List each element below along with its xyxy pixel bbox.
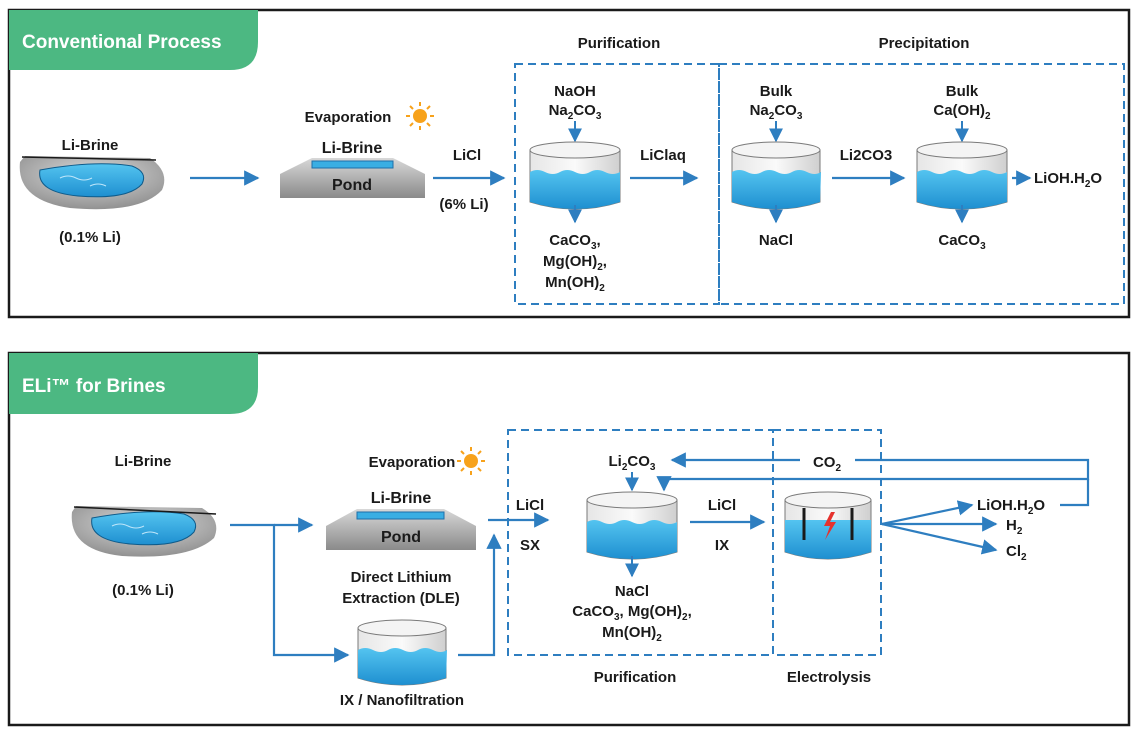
conv-purif-out-3: Mn(OH)2 — [545, 274, 605, 294]
conv-pond-label: Pond — [332, 177, 372, 194]
eli-ix-nanofiltration-tank-icon — [357, 619, 447, 686]
conv-source-conc: (0.1% Li) — [59, 229, 121, 246]
conv-precipitation-box — [718, 63, 1125, 305]
conv-precip1-input-1: Bulk — [760, 83, 793, 100]
conventional-panel: Conventional Process Li-Brine (0.1% Li) … — [7, 8, 1131, 319]
eli-li2co3-input: Li2CO3 — [609, 453, 656, 473]
conv-purif-input-2: Na2CO3 — [549, 102, 602, 122]
lightning-icon — [824, 512, 836, 540]
eli-arrow-lioh-recycle — [1060, 479, 1090, 507]
eli-source-conc: (0.1% Li) — [112, 582, 174, 599]
conv-purif-out-2: Mg(OH)2, — [543, 253, 607, 273]
conv-brine-rock-icon — [19, 156, 165, 210]
eli-sx-label: SX — [520, 537, 540, 554]
eli-product-h2: H2 — [1006, 517, 1023, 537]
conv-purification-header: Purification — [578, 35, 661, 52]
conv-precipitation-tank-2-icon — [916, 141, 1008, 210]
conv-purif-input-1: NaOH — [554, 83, 596, 100]
conv-sun-icon — [406, 102, 434, 130]
conv-precip1-out: NaCl — [759, 232, 793, 249]
eli-sun-icon — [457, 447, 485, 475]
eli-source-label: Li-Brine — [115, 453, 172, 470]
conv-precip2-input-2: Ca(OH)2 — [933, 102, 991, 122]
eli-arrow-to-lioh — [881, 500, 974, 526]
eli-pond-top-label: Li-Brine — [371, 490, 432, 507]
eli-co2-label: CO2 — [813, 454, 842, 474]
eli-product-lioh: LiOH.H2O — [977, 497, 1045, 517]
eli-purif-out-3: Mn(OH)2 — [602, 624, 662, 644]
eli-pond-label: Pond — [381, 529, 421, 546]
conventional-title: Conventional Process — [22, 32, 222, 53]
eli-electrolysis-cell-icon — [784, 491, 872, 560]
eli-panel: ELi™ for Brines Li-Brine (0.1% Li) Evapo… — [7, 351, 1131, 727]
eli-ix-nano-label: IX / Nanofiltration — [340, 692, 464, 709]
eli-dle-line-2: Extraction (DLE) — [342, 590, 460, 607]
eli-licl-out-label: LiCl — [708, 497, 736, 514]
eli-licl-in-label: LiCl — [516, 497, 544, 514]
conv-product: LiOH.H2O — [1034, 170, 1102, 190]
conv-pond-icon — [280, 158, 425, 198]
conventional-title-tab — [9, 10, 258, 70]
conv-liclaq-label: LiClaq — [640, 147, 686, 164]
conv-precip1-input-2: Na2CO3 — [750, 102, 803, 122]
eli-title-tab — [9, 353, 258, 414]
conv-precipitation-tank-1-icon — [731, 141, 821, 210]
eli-evaporation-label: Evaporation — [369, 454, 456, 471]
eli-purification-footer: Purification — [594, 669, 677, 686]
eli-purification-tank-icon — [586, 491, 678, 560]
conv-precip2-input-1: Bulk — [946, 83, 979, 100]
eli-electrolysis-footer: Electrolysis — [787, 669, 871, 686]
conv-precip2-out: CaCO3 — [938, 232, 986, 252]
conv-purification-tank-icon — [529, 141, 621, 210]
conv-purification-box — [514, 63, 720, 305]
conv-li2co3-label: Li2CO3 — [840, 147, 893, 164]
eli-dle-line-1: Direct Lithium — [351, 569, 452, 586]
eli-ix-label: IX — [715, 537, 729, 554]
conv-source-label: Li-Brine — [62, 137, 119, 154]
conv-precipitation-header: Precipitation — [879, 35, 970, 52]
eli-brine-rock-icon — [71, 506, 217, 557]
eli-title: ELi™ for Brines — [22, 376, 166, 397]
eli-product-cl2: Cl2 — [1006, 543, 1027, 563]
eli-electrolysis-box — [772, 429, 882, 656]
eli-pond-icon — [326, 509, 476, 550]
eli-purif-out-2: CaCO3, Mg(OH)2, — [572, 603, 691, 623]
eli-arrow-ix-to-purif — [458, 533, 502, 657]
eli-arrow-source-to-ix — [230, 523, 350, 663]
conv-purif-out-1: CaCO3, — [549, 232, 600, 252]
conv-pond-top-label: Li-Brine — [322, 140, 383, 157]
eli-arrow-to-cl2 — [881, 522, 998, 555]
conv-licl-label: LiCl — [453, 147, 481, 164]
eli-purif-out-1: NaCl — [615, 583, 649, 600]
conv-licl-conc: (6% Li) — [439, 196, 488, 213]
conv-evaporation-label: Evaporation — [305, 109, 392, 126]
